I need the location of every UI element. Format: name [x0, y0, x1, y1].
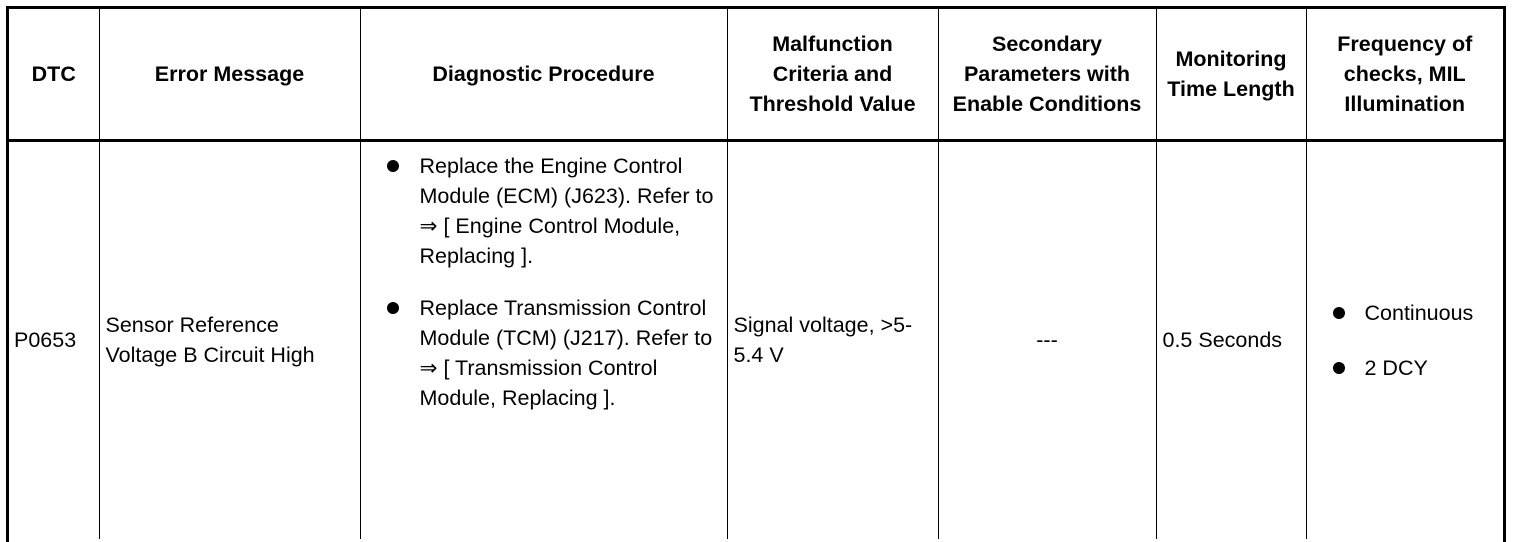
- frequency-list: Continuous 2 DCY: [1307, 298, 1504, 383]
- frequency-item: Continuous: [1307, 298, 1504, 328]
- header-row: DTC Error Message Diagnostic Procedure M…: [9, 9, 1503, 142]
- procedure-step-2: Replace Transmission Control Module (TCM…: [419, 295, 713, 410]
- procedure-item: Replace Transmission Control Module (TCM…: [361, 293, 723, 413]
- bullet-icon: [386, 159, 399, 172]
- header-diagnostic-procedure: Diagnostic Procedure: [359, 9, 727, 142]
- cell-frequency: Continuous 2 DCY: [1305, 140, 1504, 539]
- cell-monitoring-time: 0.5 Seconds: [1155, 140, 1306, 539]
- header-frequency: Frequency of checks, MIL Illumination: [1305, 9, 1503, 142]
- bullet-icon: [386, 301, 399, 314]
- procedure-list: Replace the Engine Control Module (ECM) …: [361, 151, 723, 413]
- header-secondary-parameters: Secondary Parameters with Enable Conditi…: [937, 9, 1156, 142]
- header-malfunction-criteria-text: Malfunction Criteria and Threshold Value: [749, 31, 916, 116]
- header-dtc: DTC: [9, 9, 99, 142]
- table-body: P0653 Sensor Reference Voltage B Circuit…: [9, 140, 1503, 539]
- header-secondary-parameters-text: Secondary Parameters with Enable Conditi…: [952, 31, 1142, 116]
- table-row: P0653 Sensor Reference Voltage B Circuit…: [9, 140, 1503, 539]
- header-monitoring-time-text: Monitoring Time Length: [1167, 46, 1295, 101]
- table-header: DTC Error Message Diagnostic Procedure M…: [9, 9, 1503, 142]
- header-frequency-text: Frequency of checks, MIL Illumination: [1337, 31, 1473, 116]
- cell-malfunction-criteria: Signal voltage, >5-5.4 V: [726, 140, 938, 539]
- header-error-message: Error Message: [98, 9, 360, 142]
- dtc-table: DTC Error Message Diagnostic Procedure M…: [9, 9, 1503, 539]
- frequency-continuous: Continuous: [1364, 300, 1474, 325]
- frequency-dcy: 2 DCY: [1364, 355, 1428, 380]
- bullet-icon: [1332, 306, 1345, 319]
- procedure-step-1: Replace the Engine Control Module (ECM) …: [419, 153, 714, 268]
- header-malfunction-criteria: Malfunction Criteria and Threshold Value: [726, 9, 938, 142]
- cell-dtc: P0653: [14, 328, 77, 353]
- frequency-item: 2 DCY: [1307, 353, 1504, 383]
- cell-secondary-parameters: ---: [937, 140, 1156, 539]
- header-monitoring-time: Monitoring Time Length: [1155, 9, 1306, 142]
- cell-diagnostic-procedure: Replace the Engine Control Module (ECM) …: [359, 140, 727, 539]
- cell-error-message: Sensor Reference Voltage B Circuit High: [98, 140, 360, 539]
- bullet-icon: [1332, 361, 1345, 374]
- dtc-table-frame: DTC Error Message Diagnostic Procedure M…: [6, 6, 1506, 542]
- procedure-item: Replace the Engine Control Module (ECM) …: [361, 151, 723, 271]
